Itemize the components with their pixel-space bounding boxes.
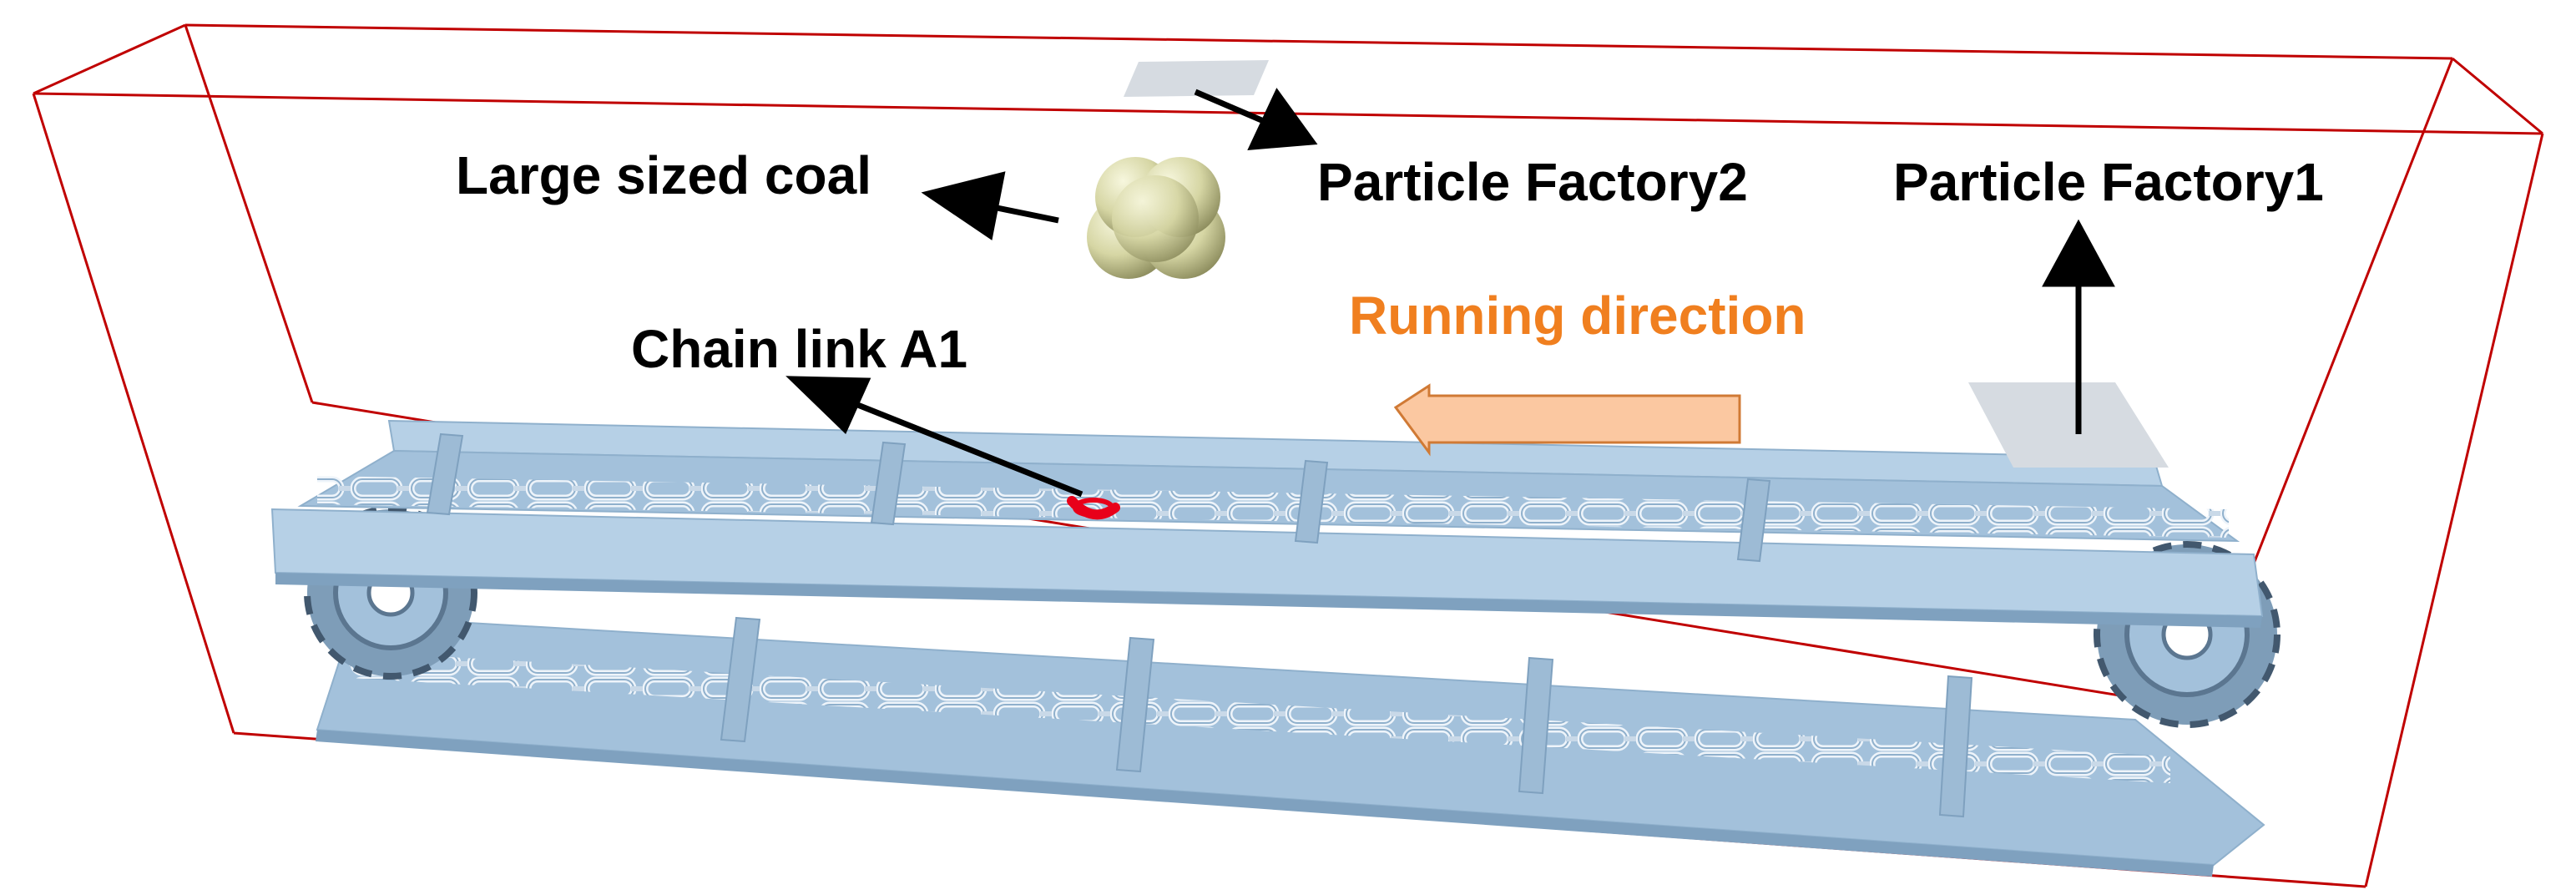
particle-factory2-plate (1124, 60, 1269, 97)
box-edge (32, 93, 235, 734)
flight-bar (720, 616, 761, 743)
chain-link-pointer-head (785, 376, 871, 434)
flight-bar (1736, 478, 1771, 563)
upper-conveyor (270, 419, 2264, 628)
large-coal-label: Large sized coal (456, 145, 871, 205)
running-direction-label: Running direction (1349, 286, 1806, 346)
trough-front-edge (275, 573, 2262, 628)
base-plate (316, 614, 2265, 867)
box-edge (184, 24, 314, 403)
running-direction-arrow (1393, 383, 1741, 457)
particle-factory2-label: Particle Factory2 (1317, 152, 1748, 212)
lower-conveyor (316, 614, 2265, 877)
flight-bar (870, 441, 907, 526)
factory1-pointer-head (2042, 219, 2115, 287)
coal-pointer-head (921, 171, 1006, 240)
flight-bar (1518, 656, 1554, 795)
chain-link-pointer-shaft (841, 396, 1083, 498)
box-edge (2364, 133, 2544, 887)
flight-bar (1938, 675, 1973, 818)
pointer-arrows (785, 88, 2115, 498)
particle-factory1-plate (1968, 382, 2169, 468)
return-chain (349, 651, 2170, 783)
particle-factory1-label: Particle Factory1 (1893, 152, 2324, 212)
factory2-pointer-shaft (1194, 88, 1267, 125)
box-edge (2452, 57, 2543, 135)
factory2-pointer-head (1247, 88, 1318, 150)
large-coal-particle (1087, 157, 1225, 279)
flight-bar (1294, 459, 1329, 544)
box-edge (33, 23, 186, 95)
box-edge (184, 23, 2453, 60)
flight-bar (1115, 636, 1155, 773)
flight-bar (426, 432, 464, 516)
chain-link-a1-label: Chain link A1 (631, 319, 968, 379)
chain-link-a1-highlight (1073, 498, 1114, 518)
base-plate-edge (316, 730, 2214, 877)
